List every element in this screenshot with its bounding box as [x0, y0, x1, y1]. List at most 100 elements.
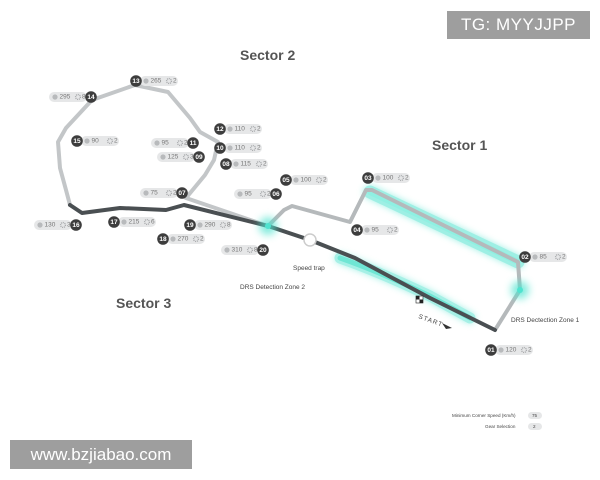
corner-gear: 2: [257, 145, 261, 152]
corner-05: 100 2 05: [280, 174, 328, 186]
corner-gear: 2: [263, 161, 267, 168]
corner-speed: 95: [245, 191, 253, 198]
speed-icon: [227, 126, 233, 132]
gear-icon: [259, 190, 267, 198]
track-path: [56, 83, 522, 332]
corner-number: 05: [282, 177, 290, 184]
corner-gear: 2: [394, 227, 398, 234]
corner-number-badge: [184, 219, 196, 231]
corner-gear: 2: [184, 140, 188, 147]
corner-speed: 125: [168, 154, 179, 161]
speed-icon: [143, 190, 149, 196]
corner-number-badge: [280, 174, 292, 186]
corner-number: 04: [353, 227, 361, 234]
gear-icon: [386, 226, 394, 234]
corner-speed: 295: [60, 94, 71, 101]
corner-gear: 6: [151, 219, 155, 226]
speed-icon: [233, 161, 239, 167]
corner-number-badge: [70, 219, 82, 231]
gear-icon: [143, 218, 151, 226]
corner-gear: 2: [562, 254, 566, 261]
corner-number: 02: [521, 254, 529, 261]
legend-gear-label: Gear Selection: [485, 424, 516, 429]
corner-gear: 8: [254, 247, 258, 254]
corner-number: 18: [159, 236, 167, 243]
corner-speed: 110: [235, 126, 246, 133]
gear-icon: [249, 125, 257, 133]
gear-icon: [165, 77, 173, 85]
gear-icon: [59, 221, 67, 229]
corner-gear: 2: [114, 138, 118, 145]
corner-number: 07: [178, 190, 186, 197]
corner-number: 06: [272, 191, 280, 198]
gear-icon: [219, 221, 227, 229]
corner-number: 13: [132, 78, 140, 85]
corner-number-badge: [108, 216, 120, 228]
corner-speed: 265: [151, 78, 162, 85]
gear-icon: [246, 246, 254, 254]
corner-speed: 100: [301, 177, 312, 184]
gear-icon: [397, 174, 405, 182]
corner-gear: 2: [323, 177, 327, 184]
gear-icon: [554, 253, 562, 261]
corner-gear: 2: [200, 236, 204, 243]
legend-min-speed-sample: 75: [532, 413, 538, 418]
corner-gear: 3: [67, 222, 71, 229]
corner-speed: 130: [45, 222, 56, 229]
gear-icon: [249, 144, 257, 152]
corner-number-badge: [85, 91, 97, 103]
corner-number-badge: [214, 123, 226, 135]
speed-icon: [160, 154, 166, 160]
corner-number-badge: [193, 151, 205, 163]
drs-zone-2-label: DRS Detection Zone 2: [240, 284, 305, 291]
corner-number: 12: [216, 126, 224, 133]
speed-icon: [84, 138, 90, 144]
corner-01: 120 2 01: [485, 344, 533, 356]
legend-gear-sample: 2: [533, 424, 536, 429]
legend: Minimum Corner Speed (Km/h) 75 Gear Sele…: [452, 412, 542, 430]
corner-gear: 2: [173, 190, 177, 197]
sector-3-label: Sector 3: [116, 295, 171, 311]
corner-number: 15: [73, 138, 81, 145]
watermark-top: TG: MYYJJPP: [447, 11, 590, 39]
corner-gear: 2: [257, 126, 261, 133]
legend-min-speed-label: Minimum Corner Speed (Km/h): [452, 413, 516, 418]
corner-number-badge: [157, 233, 169, 245]
start-label: START: [417, 313, 444, 328]
speed-icon: [197, 222, 203, 228]
gear-icon: [74, 93, 82, 101]
gear-icon: [106, 137, 114, 145]
corner-number: 17: [110, 219, 118, 226]
corner-number: 11: [190, 140, 197, 147]
speed-icon: [143, 78, 149, 84]
speed-icon: [498, 347, 504, 353]
corner-number-badge: [362, 172, 374, 184]
speed-icon: [121, 219, 127, 225]
corner-number-badge: [220, 158, 232, 170]
corner-number: 16: [72, 222, 80, 229]
gear-icon: [165, 189, 173, 197]
corner-speed: 100: [383, 175, 394, 182]
corner-number-badge: [187, 137, 199, 149]
corner-speed: 120: [506, 347, 517, 354]
corner-speed: 115: [241, 161, 252, 168]
speed-icon: [154, 140, 160, 146]
speed-icon: [375, 175, 381, 181]
corner-number: 20: [259, 247, 267, 254]
gear-icon: [192, 235, 200, 243]
corner-gear: 2: [528, 347, 532, 354]
corner-speed: 95: [372, 227, 380, 234]
gear-icon: [315, 176, 323, 184]
corner-number: 01: [487, 347, 495, 354]
start-flag-icon: [415, 295, 424, 304]
